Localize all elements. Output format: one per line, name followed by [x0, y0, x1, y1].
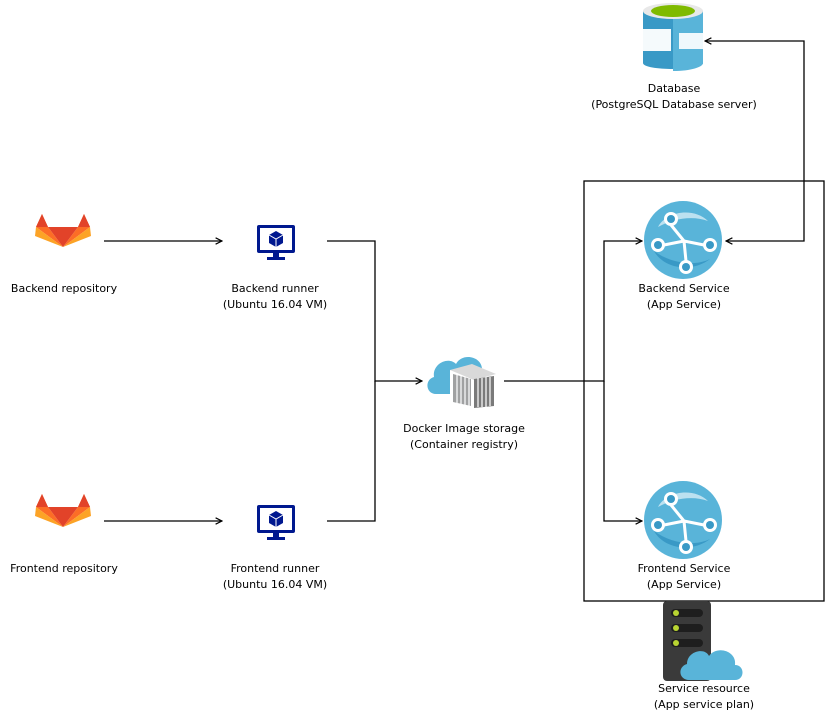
frontend-repo-label: Frontend repository: [10, 561, 118, 577]
service-plan-title: Service resource: [658, 682, 750, 695]
frontend-repo-title: Frontend repository: [10, 562, 118, 575]
virtual-machine-icon[interactable]: [257, 225, 295, 260]
edge-registry-to-backend-service: [504, 241, 642, 382]
edge-registry-to-frontend-service: [603, 381, 642, 521]
frontend-runner-label: Frontend runner (Ubuntu 16.04 VM): [223, 561, 327, 593]
backend-runner-subtitle: (Ubuntu 16.04 VM): [222, 298, 328, 311]
gitlab-icon[interactable]: [35, 214, 91, 247]
database-label: Database (PostgreSQL Database server): [591, 81, 757, 113]
app-service-icon[interactable]: [644, 481, 722, 559]
edge-backend-runner-to-registry: [327, 240, 422, 381]
database-icon[interactable]: [643, 3, 703, 71]
backend-runner-title: Backend runner: [231, 282, 319, 295]
frontend-runner-title: Frontend runner: [230, 562, 320, 575]
virtual-machine-icon[interactable]: [257, 505, 295, 540]
connectors: [104, 41, 805, 522]
gitlab-icon[interactable]: [35, 494, 91, 527]
backend-service-title: Backend Service: [638, 282, 730, 295]
database-title: Database: [647, 82, 701, 95]
backend-service-label: Backend Service (App Service): [638, 281, 729, 313]
backend-runner-label: Backend runner (Ubuntu 16.04 VM): [223, 281, 327, 313]
registry-label: Docker Image storage (Container registry…: [403, 421, 525, 453]
backend-repo-title: Backend repository: [10, 282, 118, 295]
frontend-service-subtitle: (App Service): [646, 578, 722, 591]
backend-repo-label: Backend repository: [11, 281, 117, 297]
frontend-service-label: Frontend Service (App Service): [638, 561, 731, 593]
edge-backend-service-database: [705, 41, 805, 241]
edge-frontend-runner-to-registry: [327, 381, 376, 522]
frontend-runner-subtitle: (Ubuntu 16.04 VM): [222, 578, 328, 591]
backend-service-subtitle: (App Service): [646, 298, 722, 311]
database-subtitle: (PostgreSQL Database server): [591, 98, 757, 111]
app-service-icon[interactable]: [644, 201, 722, 279]
service-plan-label: Service resource (App service plan): [654, 681, 754, 713]
registry-subtitle: (Container registry): [410, 438, 518, 451]
container-registry-icon[interactable]: [427, 357, 496, 408]
frontend-service-title: Frontend Service: [637, 562, 731, 575]
app-service-plan-icon[interactable]: [663, 601, 743, 681]
service-plan-subtitle: (App service plan): [653, 698, 755, 711]
registry-title: Docker Image storage: [403, 422, 525, 435]
